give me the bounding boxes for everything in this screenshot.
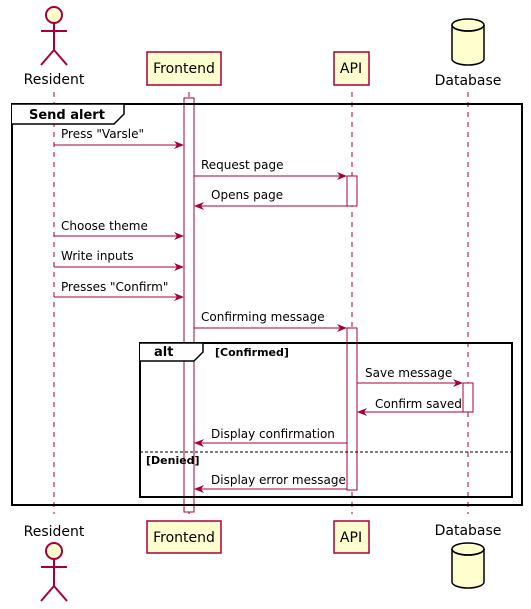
message-presses-confirm: Presses "Confirm" [54, 280, 184, 301]
message-label: Confirm saved [375, 397, 462, 411]
message-opens-page: Opens page [194, 188, 347, 210]
participant-api-bottom: API [333, 520, 370, 554]
guard-denied: [Denied] [146, 454, 200, 467]
database-icon [451, 542, 485, 589]
actor-icon [40, 6, 68, 66]
message-press-varsle: Press "Varsle" [54, 127, 184, 149]
message-confirming-message: Confirming message [194, 310, 347, 332]
actor-icon [40, 542, 68, 602]
participant-frontend-bottom: Frontend [146, 520, 222, 554]
send-alert-frame: Send alert [11, 103, 523, 506]
message-label: Display confirmation [211, 427, 335, 441]
message-write-inputs: Write inputs [54, 249, 184, 271]
message-label: Press "Varsle" [61, 127, 144, 141]
actor-resident-top: Resident [24, 6, 85, 88]
message-label: Save message [365, 366, 452, 380]
message-display-confirmation: Display confirmation [194, 427, 347, 447]
participant-label: Resident [24, 72, 85, 88]
activation-database [462, 382, 474, 413]
message-label: Confirming message [201, 310, 325, 324]
message-label: Opens page [211, 188, 283, 202]
participant-label: Frontend [153, 530, 215, 546]
database-top: Database [435, 18, 502, 89]
participant-label: Database [435, 73, 502, 89]
message-request-page: Request page [194, 158, 347, 180]
send-alert-title: Send alert [29, 108, 105, 123]
guard-confirmed: [Confirmed] [215, 346, 289, 359]
activation-api-1 [346, 175, 358, 207]
message-label: Choose theme [61, 219, 148, 233]
message-label: Write inputs [61, 249, 134, 263]
participant-label: Frontend [153, 61, 215, 77]
database-bottom: Database [435, 523, 502, 589]
alt-frame: alt [Confirmed] [Denied] [139, 342, 513, 498]
database-icon [451, 18, 485, 66]
message-label: Request page [201, 158, 284, 172]
message-label: Presses "Confirm" [61, 280, 168, 294]
message-confirm-saved: Confirm saved [357, 397, 463, 416]
message-label: Display error message [211, 473, 346, 487]
message-choose-theme: Choose theme [54, 219, 184, 240]
message-save-message: Save message [357, 366, 463, 387]
participant-label: API [340, 530, 362, 546]
participant-api-top: API [333, 51, 370, 86]
activation-frontend [183, 97, 195, 513]
participant-label: Database [435, 523, 502, 539]
participant-frontend-top: Frontend [146, 51, 222, 86]
message-display-error: Display error message [194, 473, 347, 493]
alt-title: alt [154, 345, 173, 360]
activation-api-2 [346, 327, 358, 491]
participant-label: Resident [24, 524, 85, 540]
actor-resident-bottom: Resident [24, 524, 85, 602]
participant-label: API [340, 61, 362, 77]
